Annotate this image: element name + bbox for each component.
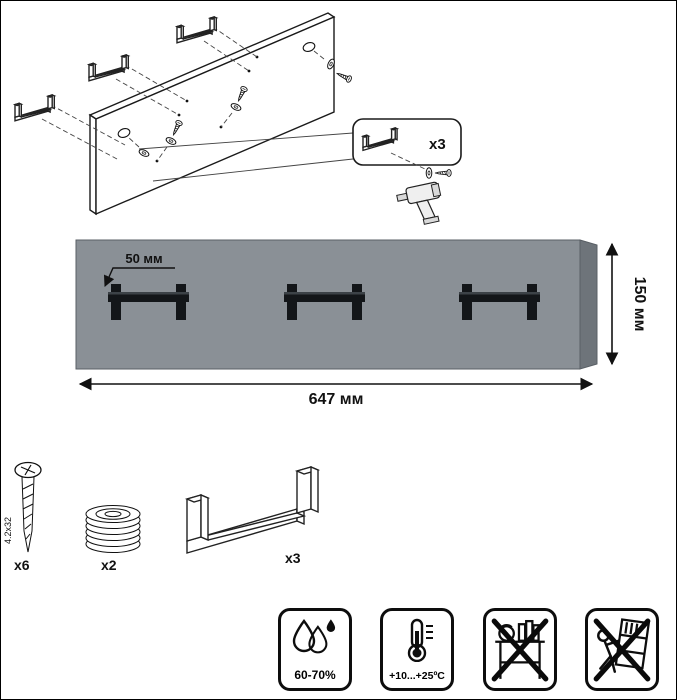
- no-climb-icon: [593, 617, 651, 681]
- screw-size-label: 4.2x32: [3, 517, 13, 544]
- humidity-label: 60-70%: [294, 668, 336, 682]
- board-edge: [579, 239, 598, 370]
- hardware-list: 4.2x32 x6 x2 x3: [3, 461, 319, 573]
- product-dimension-view: 50 мм 150 мм 647 мм: [75, 239, 648, 408]
- mounted-hooks: [108, 284, 540, 320]
- hook-icon: [459, 284, 540, 320]
- callout-count: x3: [429, 136, 446, 153]
- temperature-box: +10...+25ºC: [380, 608, 454, 691]
- hook-icon: [14, 94, 55, 122]
- washer-count-label: x2: [101, 557, 117, 573]
- screw-icon: [14, 461, 42, 553]
- thermometer-icon: [407, 618, 433, 662]
- exploded-fasteners: [127, 50, 353, 162]
- width-label: 647 мм: [309, 391, 364, 408]
- dimension-width: 647 мм: [78, 377, 594, 408]
- exploded-hooks: [14, 16, 258, 160]
- dimension-height: 150 мм: [605, 242, 648, 366]
- board-panel-outline: [88, 12, 336, 216]
- no-climb-box: [585, 608, 659, 691]
- temperature-label: +10...+25ºC: [389, 670, 445, 682]
- screw-icon: [435, 169, 452, 177]
- screw-icon: [335, 69, 353, 84]
- assembly-exploded-view: x3: [14, 12, 462, 225]
- washer-icon: [425, 167, 433, 179]
- screw-count-label: x6: [14, 557, 30, 573]
- hook-icon: [284, 284, 365, 320]
- board-face: [75, 239, 581, 370]
- dimension-hook-offset: 50 мм: [103, 251, 175, 288]
- drill-icon: [396, 181, 442, 225]
- height-label: 150 мм: [631, 277, 648, 332]
- mount-hole-right: [302, 42, 316, 52]
- hook-icon: [88, 54, 129, 82]
- hook-offset-label: 50 мм: [125, 251, 162, 266]
- detail-callout: x3: [138, 118, 462, 225]
- hook-icon: [176, 16, 217, 44]
- no-heavy-load-box: [483, 608, 557, 691]
- water-drops-icon: [292, 619, 336, 654]
- humidity-box: 60-70%: [278, 608, 352, 691]
- hook-count-label: x3: [285, 550, 301, 566]
- callout-box: [352, 118, 462, 166]
- hook-icon: [108, 284, 189, 320]
- washer-icon: [85, 505, 141, 553]
- hook-icon: [186, 466, 319, 554]
- no-heavy-load-icon: [491, 618, 549, 681]
- mount-hole-left: [117, 128, 131, 138]
